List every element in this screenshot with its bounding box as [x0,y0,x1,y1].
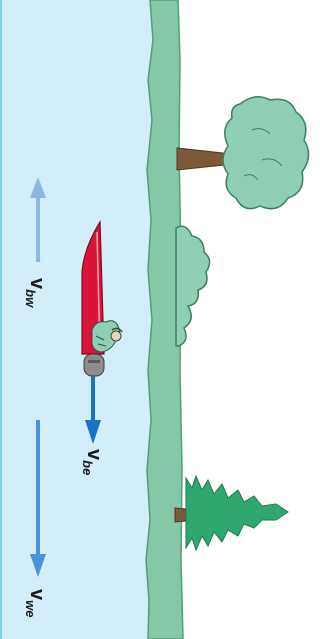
pine-foliage [186,476,288,550]
river-water [0,0,160,639]
bush-foliage [176,226,210,346]
tree-foliage [223,97,309,209]
pine-tree-icon [175,476,288,550]
boat-motor [84,354,104,376]
bush-icon [176,226,210,346]
tree-icon [177,97,309,209]
